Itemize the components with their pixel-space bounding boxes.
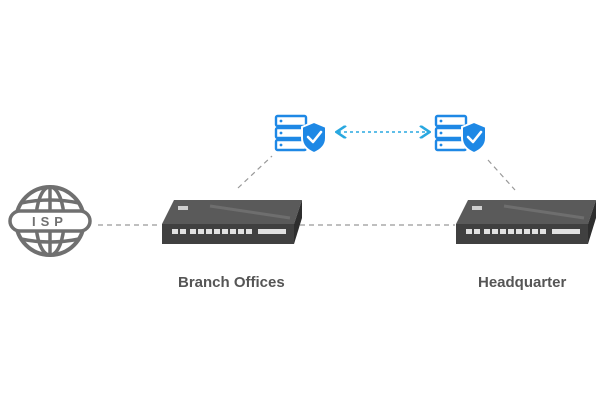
isp-label: ISP [32,214,68,229]
router-switch-icon [162,200,302,244]
hq-security-link [487,159,516,191]
router-switch-icon [456,200,596,244]
headquarter-label: Headquarter [478,274,567,291]
secure-server-icon [434,114,487,155]
globe-icon [8,185,92,257]
secure-server-icon [274,114,327,155]
branch-offices-label: Branch Offices [178,274,285,291]
branch-security-link [237,155,273,189]
